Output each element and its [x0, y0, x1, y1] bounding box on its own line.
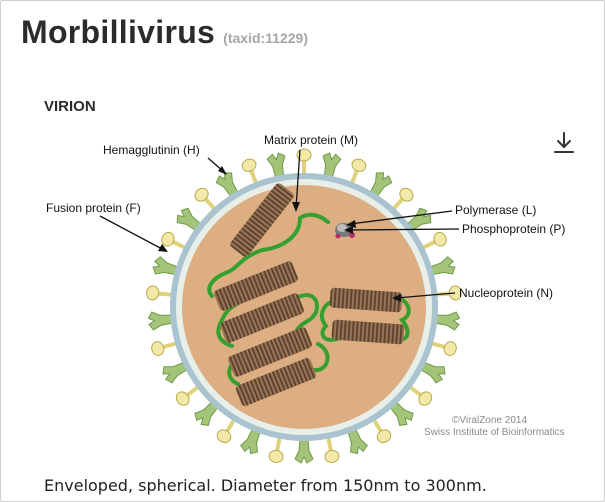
download-icon[interactable]: [549, 128, 579, 158]
hemagglutinin-spike: [146, 285, 173, 301]
fusion-spike: [435, 310, 461, 330]
fusion-spike: [148, 310, 174, 330]
hemagglutinin-spike: [321, 435, 340, 463]
credit-line-2: Swiss Institute of Bioinformatics: [424, 427, 565, 438]
credit-line-1: ©ViralZone 2014: [452, 415, 527, 426]
label-fusion-protein: Fusion protein (F): [46, 201, 141, 215]
label-hemagglutinin: Hemagglutinin (H): [103, 143, 200, 157]
fusion-spike: [295, 439, 313, 463]
label-polymerase: Polymerase (L): [455, 203, 536, 217]
label-nucleoprotein: Nucleoprotein (N): [459, 286, 553, 300]
label-phosphoprotein: Phosphoprotein (P): [462, 222, 565, 236]
label-matrix-protein: Matrix protein (M): [264, 133, 358, 147]
hemagglutinin-spike: [268, 435, 287, 463]
virion-description: Enveloped, spherical. Diameter from 150n…: [44, 476, 487, 495]
